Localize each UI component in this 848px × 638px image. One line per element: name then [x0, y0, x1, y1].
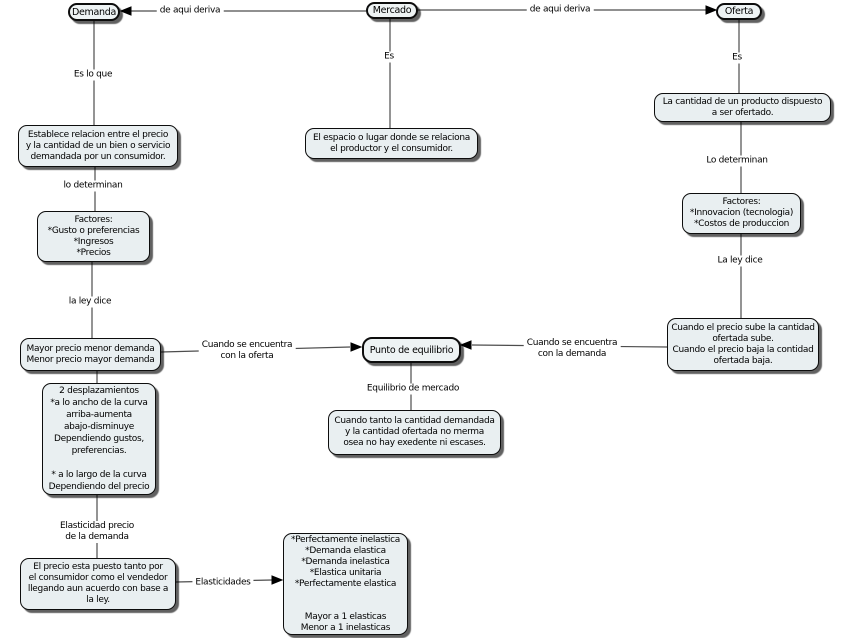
box-equilibrio-definition[interactable]: Cuando tanto la cantidad demandada y la …: [328, 410, 501, 455]
edge-label-encuentra-oferta: Cuando se encuentra con la oferta: [198, 340, 296, 362]
arrowhead-into-demanda: [119, 6, 132, 16]
edge-label-es-lo-que: Es lo que: [70, 69, 116, 81]
edge-label-ley-dice-demanda: la ley dice: [65, 296, 115, 308]
node-demanda[interactable]: Demanda: [68, 3, 120, 21]
box-factores-demanda[interactable]: Factores: *Gusto o preferencias *Ingreso…: [37, 211, 150, 262]
box-ley-demanda[interactable]: Mayor precio menor demanda Menor precio …: [20, 338, 161, 371]
node-mercado[interactable]: Mercado: [366, 2, 418, 19]
box-ley-oferta[interactable]: Cuando el precio sube la cantidad oferta…: [667, 318, 819, 371]
edge-label-equilibrio-mercado: Equilibrio de mercado: [363, 383, 463, 395]
edge-label-elasticidad-precio: Elasticidad precio de la demanda: [57, 521, 137, 543]
edge-label-deriva-right: de aqui deriva: [526, 4, 594, 16]
edge-label-lo-determinan-oferta: Lo determinan: [703, 155, 771, 167]
arrowhead-into-punto-right: [459, 340, 472, 350]
box-precio-definition[interactable]: El precio esta puesto tanto por el consu…: [20, 558, 176, 610]
edge-label-elasticidades: Elasticidades: [192, 577, 254, 589]
node-oferta[interactable]: Oferta: [716, 3, 762, 20]
box-elasticidades-lista[interactable]: *Perfectamente inelastica *Demanda elast…: [283, 533, 408, 635]
box-factores-oferta[interactable]: Factores: *Innovacion (tecnologia) *Cost…: [682, 193, 801, 234]
box-mercado-definition[interactable]: El espacio o lugar donde se relaciona el…: [305, 128, 478, 159]
edge-label-deriva-left: de aqui deriva: [156, 5, 224, 17]
box-desplazamientos[interactable]: 2 desplazamientos *a lo ancho de la curv…: [42, 383, 156, 495]
arrowhead-into-oferta: [705, 5, 718, 15]
edge-label-es-oferta: Es: [729, 52, 745, 64]
edge-label-lo-determinan-demanda: lo determinan: [60, 180, 126, 192]
edge-label-ley-dice-oferta: La ley dice: [714, 255, 766, 267]
edge-label-encuentra-demanda: Cuando se encuentra con la demanda: [523, 338, 621, 360]
arrowhead-into-punto-left: [350, 342, 363, 352]
edge-label-es-mercado: Es: [381, 51, 397, 63]
box-oferta-definition[interactable]: La cantidad de un producto dispuesto a s…: [654, 93, 831, 122]
box-demanda-definition[interactable]: Establece relacion entre el precio y la …: [18, 125, 178, 167]
arrowhead-into-elasticidades: [271, 575, 284, 585]
node-punto-equilibrio[interactable]: Punto de equilibrio: [362, 337, 461, 363]
